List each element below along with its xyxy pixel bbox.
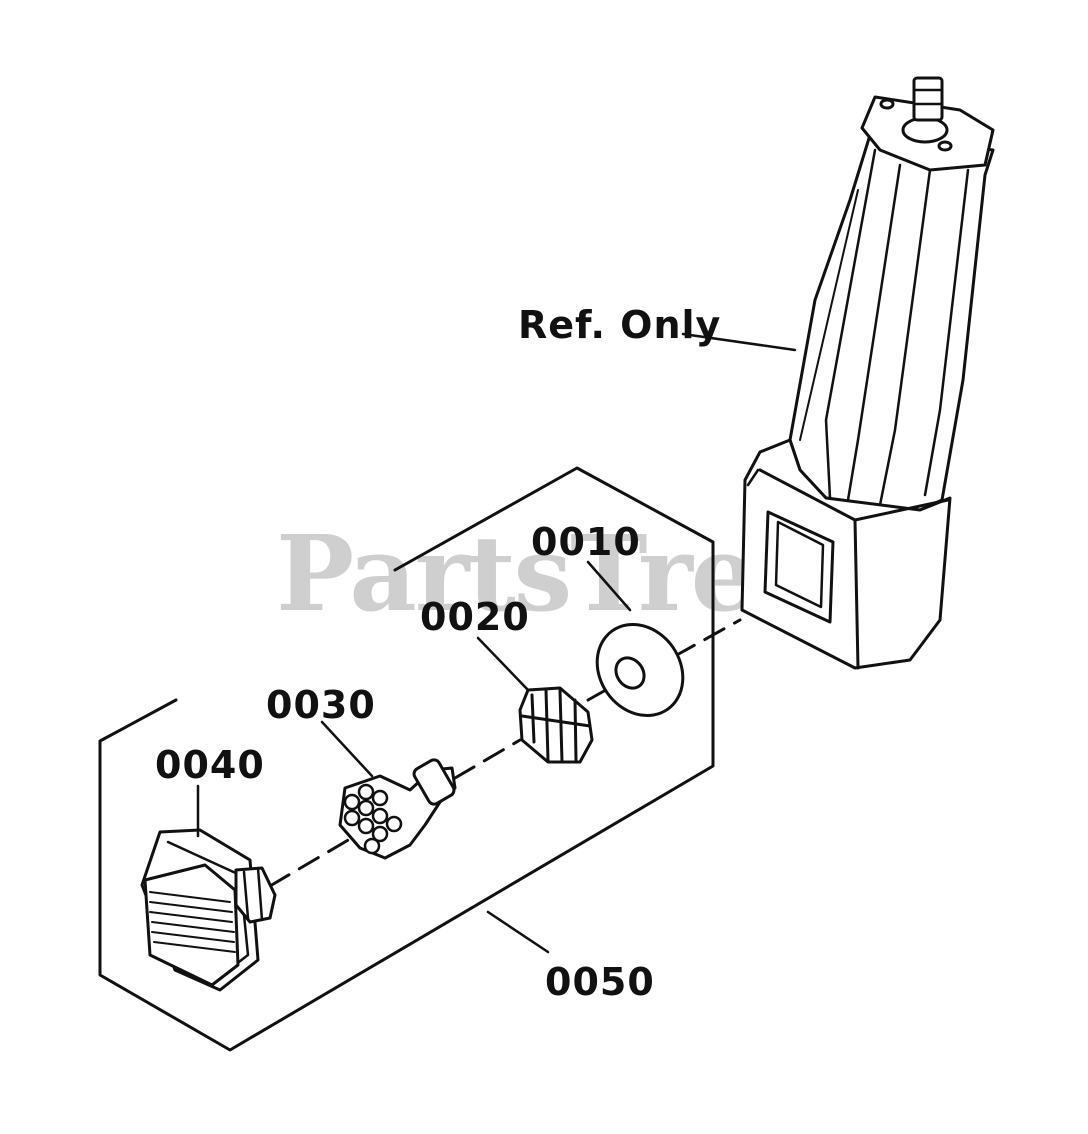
callout-0010: 0010: [531, 520, 641, 564]
watermark-text: PartsTree: [276, 512, 819, 635]
leader-0010: [586, 560, 632, 612]
part-0040-lens: [140, 828, 277, 992]
part-0010-washer: [595, 622, 685, 718]
callout-0040: 0040: [155, 743, 265, 787]
leader-0020: [476, 636, 530, 692]
leader-ref-only: [681, 332, 797, 352]
callout-0030: 0030: [266, 683, 376, 727]
callout-0020: 0020: [420, 595, 530, 639]
housing-ref-only: [740, 76, 995, 670]
kit-outline: [98, 466, 715, 1052]
leader-0030: [320, 720, 374, 778]
assembly-axis: [268, 618, 742, 888]
leader-0050: [486, 910, 550, 954]
part-0030-bulb: [338, 758, 457, 860]
callout-0050: 0050: [545, 960, 655, 1004]
part-0020-socket: [518, 686, 594, 764]
callout-ref-only: Ref. Only: [518, 303, 721, 347]
